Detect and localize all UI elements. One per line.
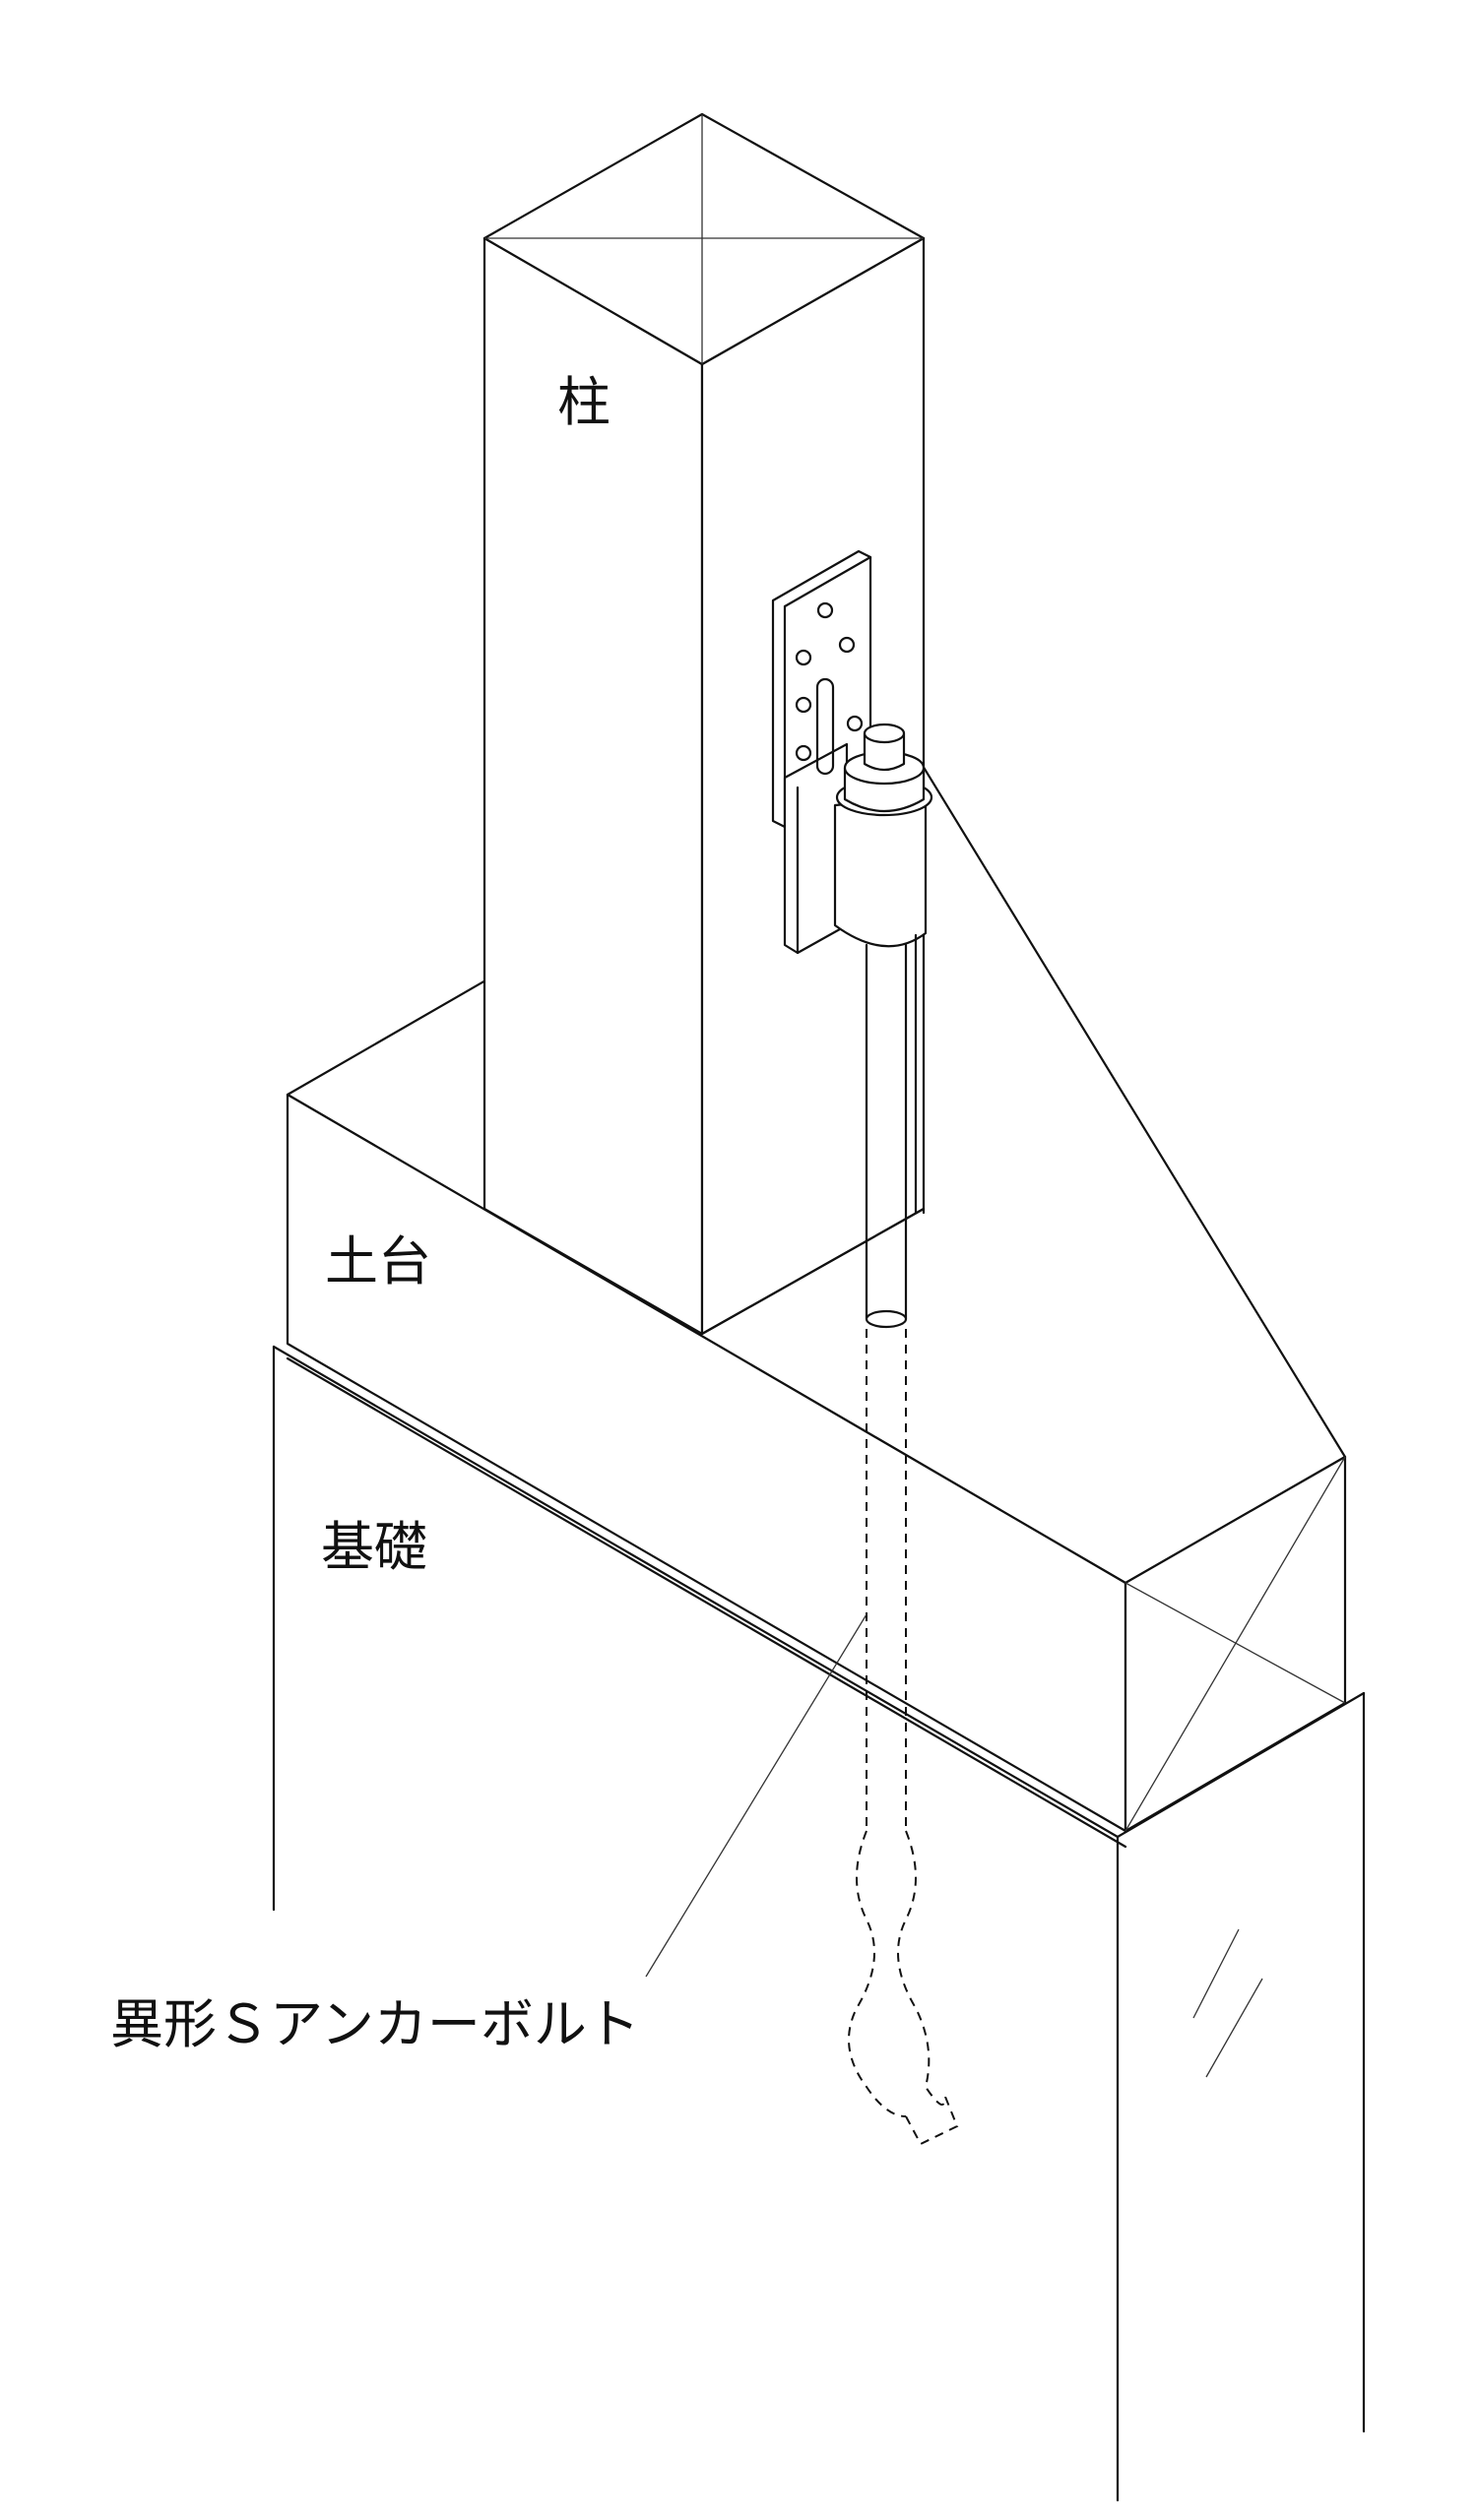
anchor-bolt (833, 723, 959, 2146)
foundation-label: 基礎 (321, 1516, 427, 1578)
pillar-label: 柱 (557, 371, 610, 433)
anchor-bracket (771, 549, 872, 955)
sill-label: 土台 (325, 1230, 431, 1292)
anchor-bolt-label: 異形Ｓアンカーボルト (110, 1993, 640, 2055)
anchor-bolt-leader (645, 1613, 868, 1978)
foundation (272, 1345, 1366, 2502)
